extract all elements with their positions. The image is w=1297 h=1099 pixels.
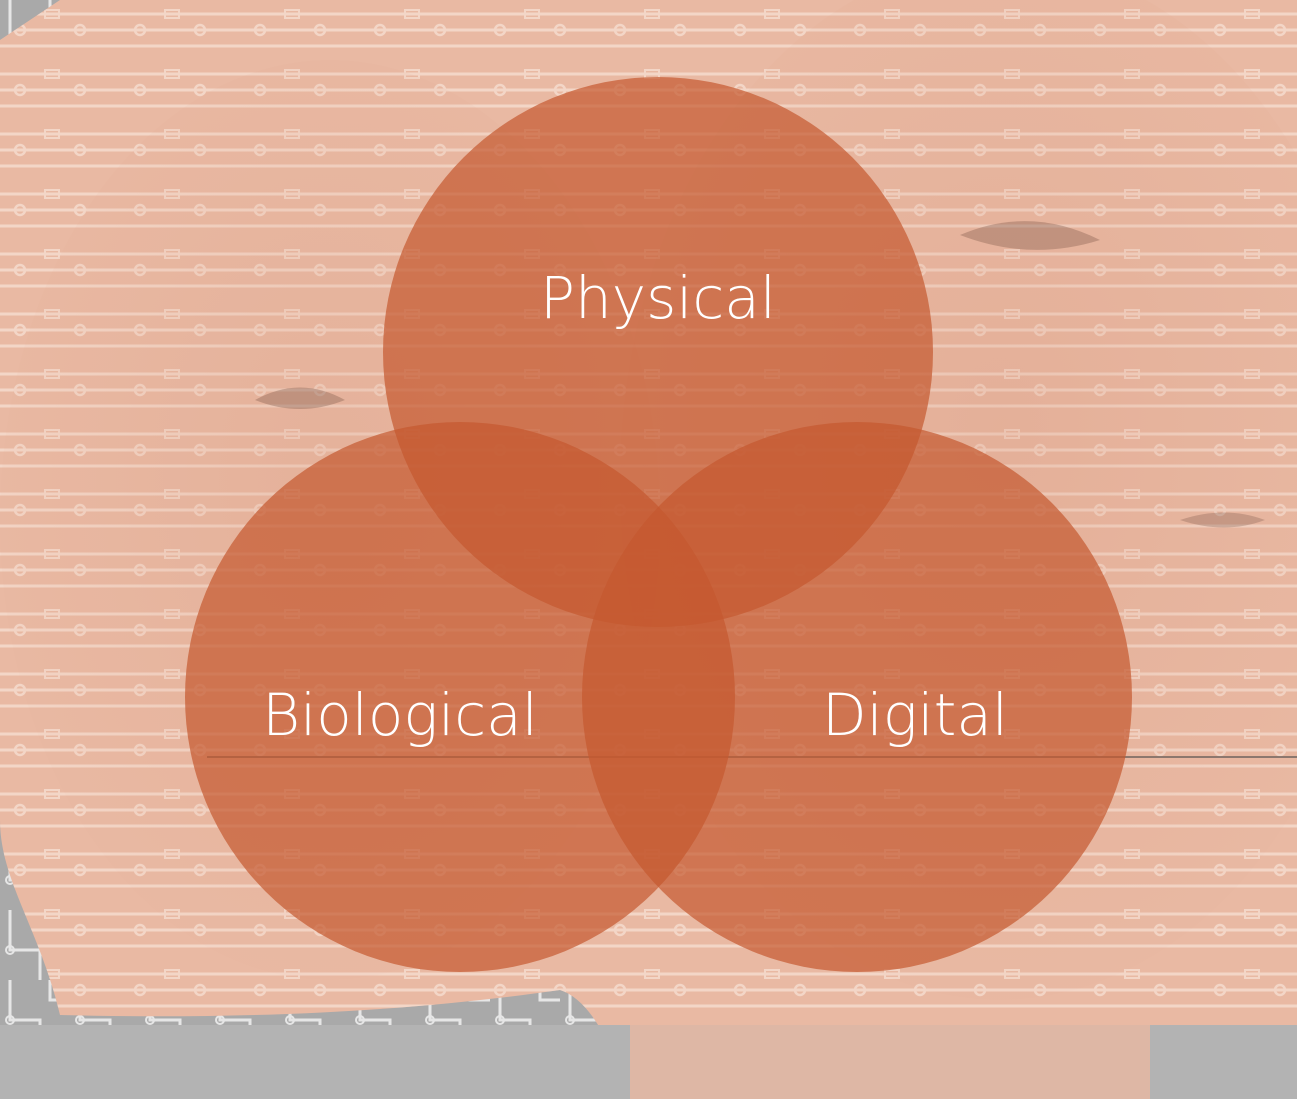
venn-circle-digital (582, 422, 1132, 972)
label-digital: Digital (822, 681, 1008, 749)
venn-circle-biological (185, 422, 735, 972)
label-physical: Physical (540, 264, 776, 332)
label-biological: Biological (262, 681, 538, 749)
